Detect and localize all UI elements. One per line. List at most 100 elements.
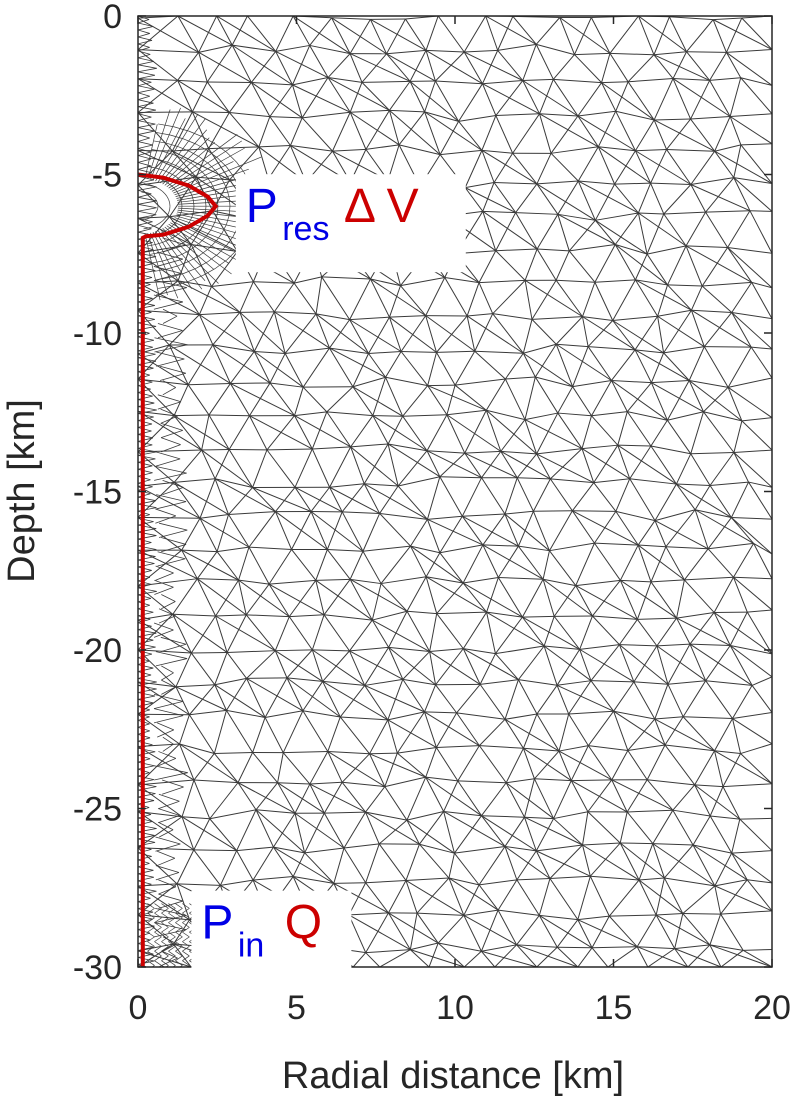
mesh-edge: [138, 111, 193, 113]
mesh-edge: [327, 77, 351, 113]
refined-mesh-edge: [138, 270, 156, 275]
mesh-edge: [177, 52, 200, 81]
mesh-edge: [138, 516, 183, 551]
mesh-edge: [637, 946, 675, 950]
refined-mesh-edge: [159, 372, 186, 381]
refined-mesh-edge: [175, 903, 183, 909]
mesh-edge: [731, 312, 752, 348]
mesh-edge: [397, 450, 428, 487]
svg-text:P res Δ V: P res Δ V: [246, 180, 419, 248]
mesh-edge: [637, 520, 656, 546]
mesh-edge: [349, 53, 363, 83]
mesh-edge: [424, 711, 457, 714]
mesh-edge: [294, 812, 345, 849]
refined-mesh-edge: [138, 277, 153, 282]
mesh-edge: [515, 183, 538, 213]
mesh-edge: [410, 545, 464, 584]
mesh-edge: [614, 244, 668, 286]
mesh-edge: [290, 145, 333, 152]
refined-mesh-edge: [138, 315, 155, 320]
mesh-edge: [181, 549, 239, 581]
refined-mesh-edge: [138, 123, 156, 128]
mesh-edge: [656, 645, 669, 685]
mesh-edge: [685, 211, 707, 247]
refined-mesh-edge: [138, 761, 155, 767]
mesh-edge: [493, 182, 517, 213]
mesh-edge: [733, 452, 772, 488]
mesh-edge: [559, 17, 575, 55]
mesh-edge: [515, 212, 538, 250]
mesh-edge: [703, 411, 743, 422]
mesh-edge: [532, 478, 551, 512]
mesh-edge: [654, 118, 691, 121]
mesh-edge: [612, 320, 664, 354]
mesh-edge: [384, 776, 426, 788]
mesh-edge: [462, 513, 505, 517]
mesh-edge: [749, 210, 772, 212]
mesh-edge: [594, 282, 614, 321]
mesh-edge: [531, 279, 557, 320]
mesh-edge: [352, 376, 386, 388]
mesh-edge: [172, 613, 228, 653]
mesh-edge: [322, 681, 341, 718]
mesh-edge: [349, 551, 364, 580]
mesh-edge: [495, 645, 545, 655]
mesh-edge: [187, 384, 210, 416]
mesh-edge: [463, 576, 499, 584]
refined-mesh-edge: [138, 876, 154, 882]
mesh-edge: [197, 578, 247, 616]
refined-mesh-edge: [169, 172, 176, 177]
mesh-edge: [557, 214, 570, 252]
refined-mesh-edge: [157, 729, 174, 738]
refined-mesh-edge: [160, 437, 181, 445]
mesh-edge: [506, 778, 535, 784]
refined-mesh-edge: [147, 917, 155, 923]
y-tick-label: -10: [73, 315, 122, 353]
mesh-edge: [504, 816, 525, 847]
mesh-edge: [361, 80, 411, 83]
mesh-edge: [321, 276, 371, 280]
mesh-edge: [731, 282, 753, 313]
mesh-edge: [690, 177, 734, 185]
refined-mesh-edge: [214, 214, 218, 223]
mesh-edge: [481, 451, 502, 479]
mesh-edge: [341, 511, 364, 552]
mesh-edge: [384, 752, 398, 787]
mesh-edge: [380, 576, 427, 585]
mesh-edge: [497, 50, 524, 81]
mesh-edge: [495, 115, 514, 154]
mesh-edge: [406, 610, 437, 615]
mesh-edge: [191, 81, 208, 113]
refined-mesh-edge: [147, 912, 155, 919]
mesh-edge: [615, 81, 629, 112]
mesh-edge: [379, 949, 411, 967]
refined-mesh-edge: [138, 775, 155, 781]
mesh-edge: [269, 382, 304, 388]
mesh-edge: [667, 680, 706, 685]
refined-mesh-edge: [170, 134, 184, 140]
mesh-edge: [650, 149, 667, 184]
mesh-edge: [396, 711, 425, 754]
refined-mesh-edge: [175, 231, 182, 237]
mesh-edge: [634, 119, 655, 152]
refined-mesh-edge: [138, 702, 154, 707]
refined-mesh-edge: [215, 259, 228, 269]
refined-mesh-edge: [147, 903, 155, 909]
mesh-edge: [198, 52, 208, 83]
mesh-edge: [663, 346, 705, 354]
mesh-edge: [425, 315, 437, 353]
mesh-edge: [198, 314, 214, 346]
refined-mesh-edge: [151, 195, 154, 198]
mesh-edge: [405, 880, 418, 914]
mesh-edge: [199, 478, 216, 519]
mesh-edge: [462, 648, 481, 685]
refined-mesh-edge: [168, 199, 171, 204]
refined-mesh-edge: [162, 257, 174, 262]
refined-mesh-edge: [171, 161, 234, 192]
mesh-edge: [615, 511, 639, 546]
refined-mesh-edge: [161, 931, 169, 938]
mesh-edge: [579, 615, 593, 650]
mesh-edge: [252, 717, 266, 753]
mesh-edge: [500, 419, 526, 452]
mesh-edge: [348, 914, 411, 951]
